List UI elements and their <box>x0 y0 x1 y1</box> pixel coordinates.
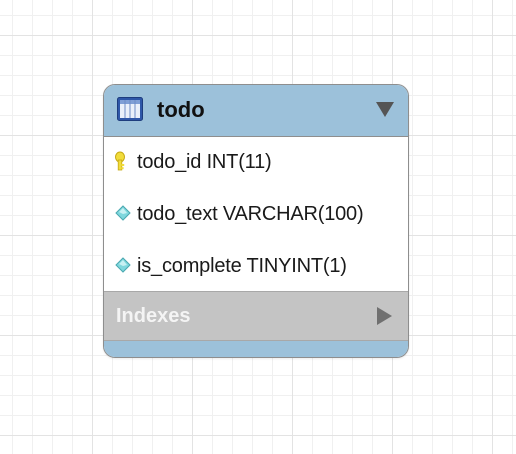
table-icon <box>117 97 143 121</box>
column-label: todo_id INT(11) <box>137 151 272 173</box>
table-footer <box>104 341 408 357</box>
indexes-label: Indexes <box>116 305 191 327</box>
table-card-todo[interactable]: todo todo_id INT(11) todo_text VARCHAR(1… <box>103 84 409 358</box>
column-row-todo-id[interactable]: todo_id INT(11) <box>104 137 408 189</box>
indexes-section[interactable]: Indexes <box>104 291 408 341</box>
column-row-todo-text[interactable]: todo_text VARCHAR(100) <box>104 189 408 241</box>
column-label: is_complete TINYINT(1) <box>137 255 347 277</box>
table-header[interactable]: todo <box>104 85 408 137</box>
primary-key-icon <box>115 151 125 171</box>
triangle-down-icon[interactable] <box>376 102 394 118</box>
column-diamond-icon <box>115 205 131 221</box>
column-list: todo_id INT(11) todo_text VARCHAR(100) i… <box>104 137 408 291</box>
column-diamond-icon <box>115 257 131 273</box>
column-row-is-complete[interactable]: is_complete TINYINT(1) <box>104 241 408 293</box>
column-label: todo_text VARCHAR(100) <box>137 203 364 225</box>
table-name: todo <box>157 97 205 122</box>
triangle-right-icon[interactable] <box>377 307 392 325</box>
